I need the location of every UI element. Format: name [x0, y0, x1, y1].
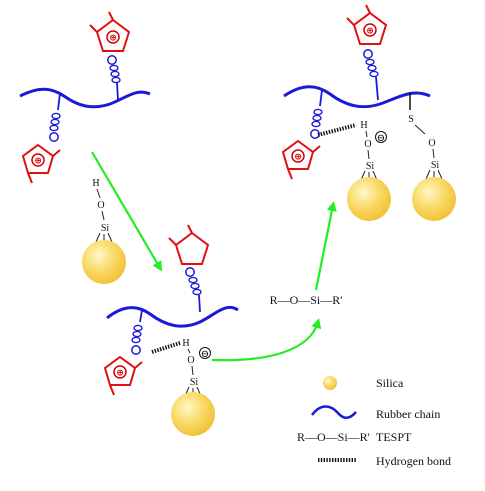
cation-sign: ⊕ [294, 153, 302, 163]
silanol-group: H O Si [92, 178, 113, 243]
hydrogen-atom: H [360, 120, 367, 131]
green-arrow-icon [314, 201, 337, 291]
oxygen-atom: O [428, 138, 435, 149]
silica-particle-icon [171, 392, 215, 436]
rubber-chain-icon [283, 85, 431, 109]
silicon-atom: Si [366, 161, 375, 172]
silica-particle-icon [412, 177, 456, 221]
sulfur-atom: S [408, 114, 414, 125]
alkyl-link-icon [49, 92, 61, 142]
alkyl-link-icon [363, 49, 379, 101]
state-final: ⊕ ⊕ H O ⊖ Si [281, 4, 456, 221]
legend-silica-label: Silica [376, 376, 404, 390]
imidazolium-ring-icon: ⊕ [21, 143, 61, 184]
hydrogen-bond-icon [151, 341, 181, 354]
hydrogen-bond-icon [317, 123, 357, 137]
silicon-atom: Si [190, 377, 199, 388]
silica-particle-icon [347, 177, 391, 221]
alkyl-link-icon [310, 89, 323, 139]
imidazolium-ring-icon: ⊕ [89, 11, 131, 52]
rubber-chain-icon [19, 87, 151, 109]
tespt-formula: R—O—Si—R' [270, 293, 343, 307]
green-arrow-icon [211, 318, 322, 362]
oxygen-atom: O [187, 355, 194, 366]
oxygen-atom: O [364, 139, 371, 150]
alkyl-link-icon [131, 309, 143, 355]
silica-particle-icon [323, 376, 337, 390]
anion-sign: ⊖ [377, 133, 385, 144]
oxygen-atom: O [97, 200, 104, 211]
legend-rubber-chain-label: Rubber chain [376, 407, 440, 421]
hydrogen-atom: H [92, 178, 99, 189]
imidazolium-ring-icon [168, 224, 210, 265]
green-arrow-icon [91, 151, 163, 272]
cation-sign: ⊕ [366, 27, 374, 37]
cation-sign: ⊕ [109, 34, 117, 44]
silica-particle-icon [82, 240, 126, 284]
legend-tespt-formula: R—O—Si—R' [297, 430, 370, 444]
imidazolium-ring-icon: ⊕ [346, 4, 388, 45]
state-intermediate: ⊕ H O ⊖ Si [103, 224, 239, 436]
legend: Silica Rubber chain R—O—Si—R' TESPT Hydr… [297, 376, 451, 468]
silicon-atom: Si [431, 160, 440, 171]
hydrogen-atom: H [182, 338, 189, 349]
imidazolium-ring-icon: ⊕ [281, 139, 321, 180]
rubber-chain-icon [310, 405, 357, 419]
alkyl-link-icon [185, 267, 202, 313]
anion-sign: ⊖ [201, 349, 209, 360]
legend-tespt-label: TESPT [376, 430, 412, 444]
cation-sign: ⊕ [34, 157, 42, 167]
alkyl-link-icon [107, 55, 121, 101]
legend-hydrogen-bond-label: Hydrogen bond [376, 454, 451, 468]
state-initial: ⊕ ⊕ H O [19, 11, 151, 284]
silicon-atom: Si [101, 223, 110, 234]
cation-sign: ⊕ [116, 369, 124, 379]
rubber-chain-icon [106, 305, 239, 328]
imidazolium-ring-icon: ⊕ [103, 355, 143, 396]
